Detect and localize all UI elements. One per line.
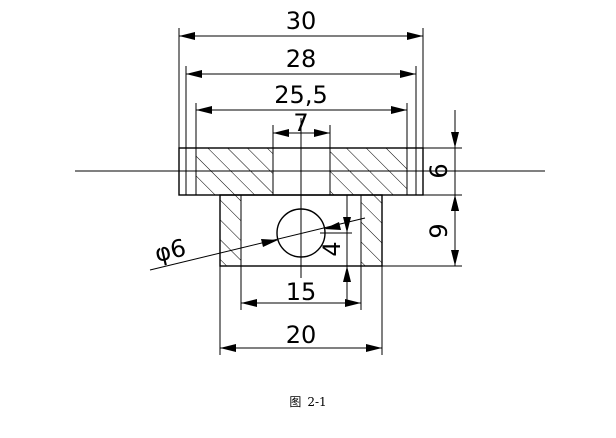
dim-line-20 [220, 344, 382, 352]
dim-text-diameter: φ6 [152, 234, 189, 268]
dim-line-28 [186, 70, 416, 78]
boss-outline [219, 194, 383, 267]
dim-text-9: 9 [425, 223, 453, 238]
dim-text-4: 4 [318, 241, 346, 256]
dim-line-15 [241, 299, 361, 307]
dim-text-7: 7 [293, 109, 308, 137]
dim-line-4 [320, 195, 352, 300]
top-plate-right-hatch [330, 148, 407, 195]
dim-leader-diameter [149, 217, 366, 271]
dim-line-25-5 [196, 106, 407, 114]
figure-caption: 图 2-1 [0, 393, 616, 410]
dim-text-28: 28 [286, 45, 317, 73]
dim-text-6: 6 [425, 163, 453, 178]
dim-text-30: 30 [286, 7, 317, 35]
boss-right-wall-hatch [361, 195, 382, 266]
boss-left-wall-hatch [220, 195, 241, 266]
dim-line-7 [273, 129, 330, 137]
dim-text-25-5: 25,5 [274, 81, 327, 109]
top-plate-left-hatch [196, 148, 273, 195]
caption-prefix: 图 [289, 395, 302, 409]
dim-line-9 [451, 195, 459, 266]
dim-text-15: 15 [286, 278, 317, 306]
caption-number: 2-1 [307, 395, 327, 409]
dim-text-20: 20 [286, 321, 317, 349]
dim-line-30 [179, 32, 423, 40]
